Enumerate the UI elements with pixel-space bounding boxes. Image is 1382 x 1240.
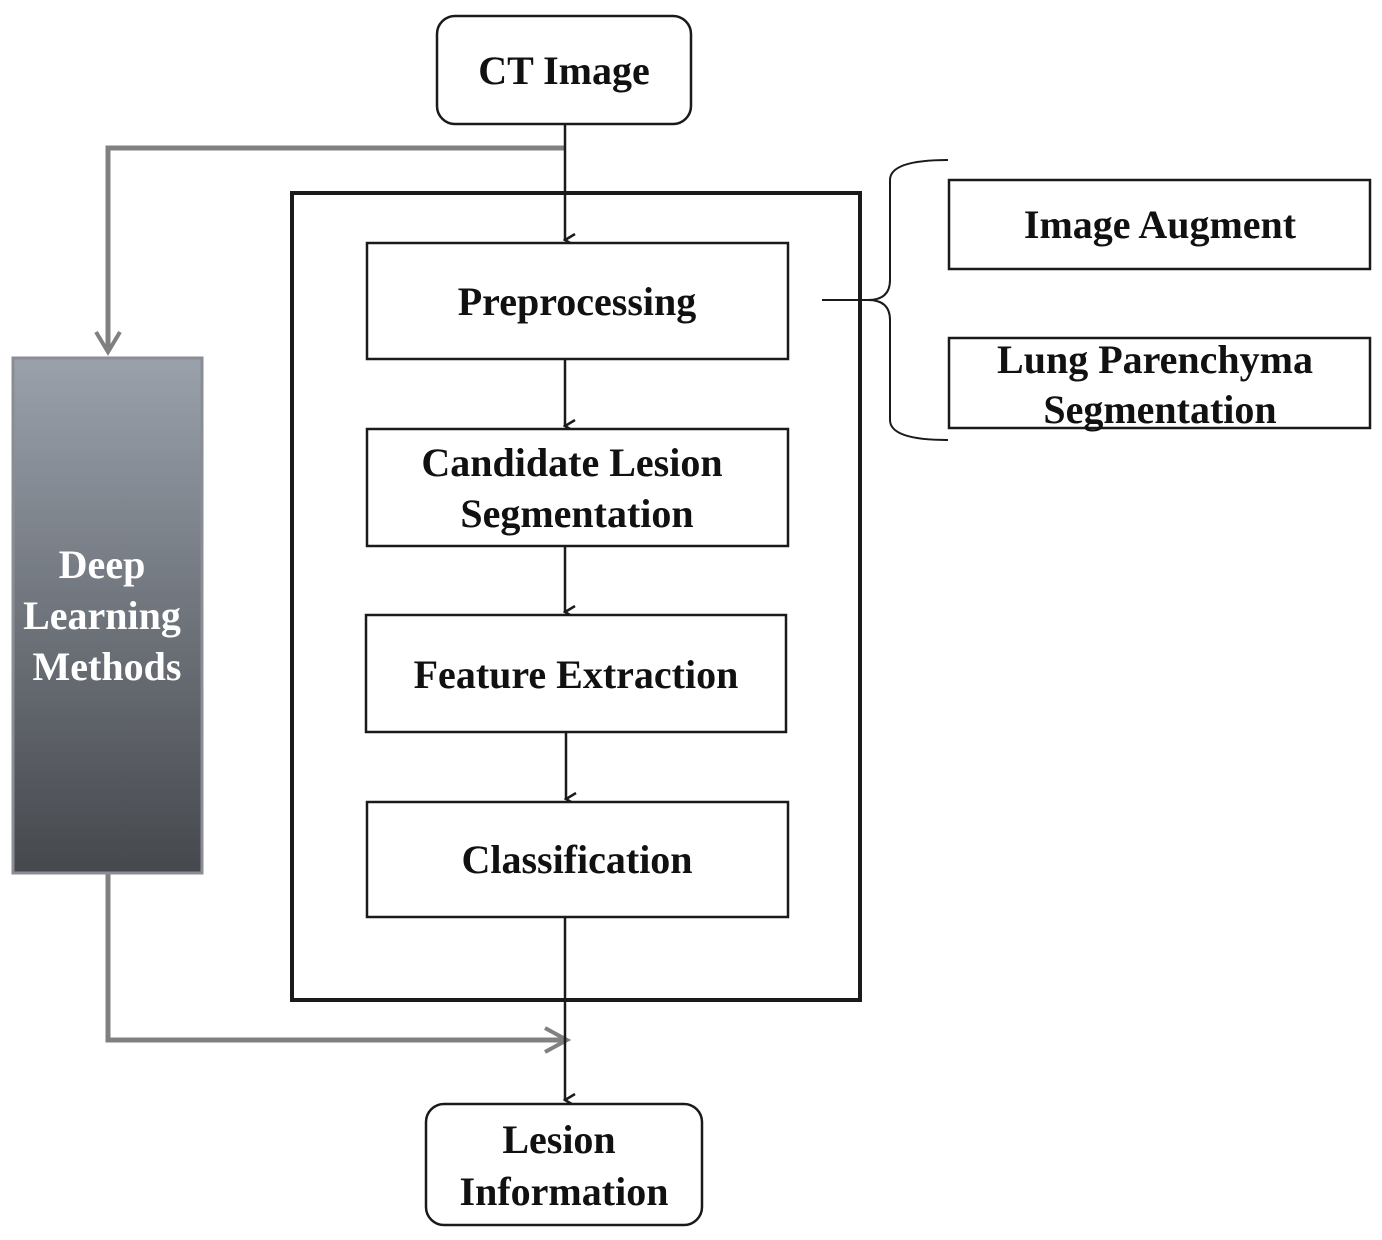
node-feature-extraction: Feature Extraction <box>364 613 788 734</box>
node-candidate-box <box>365 427 790 548</box>
node-deep-learning-methods: Deep Learning Methods <box>11 356 204 875</box>
node-candidate-label: Candidate Lesion Segmentation <box>421 440 732 536</box>
preprocessing-brace <box>822 159 949 441</box>
edge-deep-learning-to-lesion <box>105 873 565 1043</box>
edge-ct-to-deep-learning <box>105 145 565 352</box>
node-deep-learning-label: Deep Learning Methods <box>23 542 191 689</box>
node-lesion-label: Lesion Information <box>460 1117 669 1214</box>
node-lung-parenchyma-segmentation: Lung Parenchyma Segmentation <box>947 336 1372 432</box>
node-image-augment-box <box>947 178 1372 271</box>
arrowhead-bypass-merge <box>544 1026 572 1054</box>
pipeline-container <box>290 191 862 1002</box>
node-preprocessing-box <box>365 241 790 361</box>
node-lung-label: Lung Parenchyma Segmentation <box>997 337 1323 432</box>
node-feature-label: Feature Extraction <box>414 652 739 697</box>
arrowhead-deep-learning <box>94 330 122 356</box>
node-lung-box <box>947 336 1372 430</box>
node-feature-box <box>364 613 788 734</box>
node-image-augment-label: Image Augment <box>1024 202 1297 247</box>
node-ct-image: CT Image <box>435 14 693 126</box>
node-lesion-information: Lesion Information <box>424 1102 704 1227</box>
node-image-augment: Image Augment <box>947 178 1372 271</box>
node-deep-learning-box <box>11 356 204 875</box>
node-ct-image-label: CT Image <box>478 48 649 93</box>
node-lesion-box <box>424 1102 704 1227</box>
node-candidate-lesion-segmentation: Candidate Lesion Segmentation <box>365 427 790 548</box>
node-ct-image-box <box>435 14 693 126</box>
node-preprocessing-label: Preprocessing <box>458 279 697 324</box>
node-preprocessing: Preprocessing <box>365 241 790 361</box>
node-classification: Classification <box>365 800 790 919</box>
node-classification-box <box>365 800 790 919</box>
node-classification-label: Classification <box>461 837 692 882</box>
